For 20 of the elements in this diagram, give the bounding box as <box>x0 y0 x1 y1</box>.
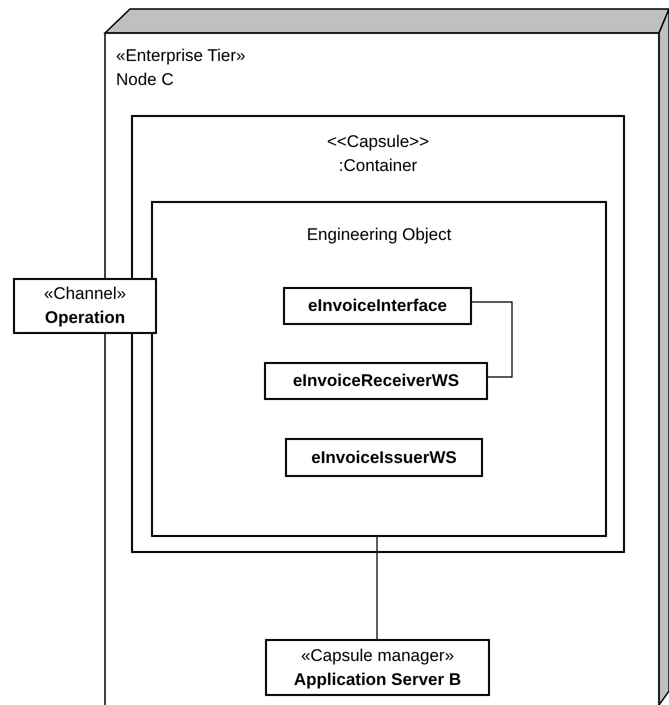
component-name: Application Server B <box>294 668 462 690</box>
frame-title: :Container <box>338 155 418 177</box>
node-title: Node C <box>116 69 175 91</box>
stereotype-label: «Channel» <box>44 283 126 305</box>
connector-line <box>376 535 378 639</box>
component-name: eInvoiceReceiverWS <box>292 370 460 392</box>
component-name: eInvoiceIssuerWS <box>311 446 457 468</box>
container-frame <box>131 115 625 553</box>
component-box <box>285 438 483 477</box>
component-name: Operation <box>44 307 126 329</box>
stereotype-label: «Capsule manager» <box>300 644 454 666</box>
component-box <box>264 362 488 400</box>
component-box <box>283 287 472 325</box>
stereotype-label: «Enterprise Tier» <box>116 45 246 67</box>
frame-title: Engineering Object <box>306 224 452 246</box>
component-box <box>265 639 490 696</box>
container-frame <box>151 201 607 537</box>
component-name: eInvoiceInterface <box>308 295 447 317</box>
stereotype-label: <<Capsule>> <box>326 131 430 153</box>
component-box <box>13 278 157 334</box>
